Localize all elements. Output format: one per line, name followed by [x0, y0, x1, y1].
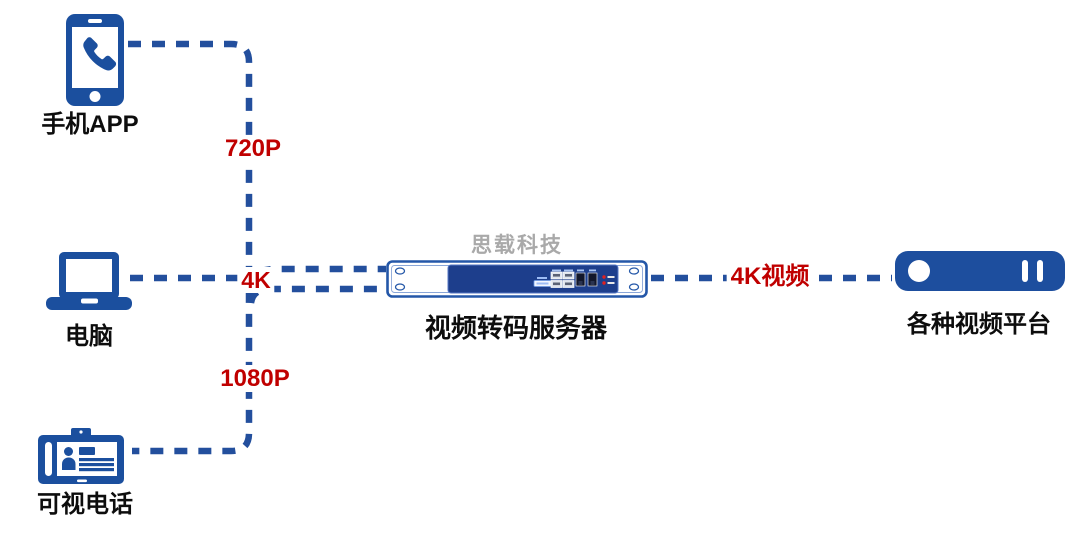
computer-label: 电脑	[65, 323, 113, 350]
edge-label-4k-video: 4K视频	[726, 263, 814, 291]
platform-pause-bars	[1022, 260, 1028, 282]
edge-label-4k: 4K	[237, 267, 275, 294]
rack-screw-holes	[394, 267, 640, 291]
watermark-text: 思载科技	[471, 234, 563, 257]
platforms-label: 各种视频平台	[907, 311, 1051, 338]
videophone-label: 可视电话	[37, 491, 133, 518]
laptop-icon	[46, 252, 132, 310]
media-platform-icon	[895, 251, 1065, 291]
edge-label-720p: 720P	[220, 135, 286, 163]
led-indicators	[602, 275, 615, 285]
rack-server-icon	[386, 260, 648, 298]
videophone-stand-mark	[77, 479, 87, 483]
handset-glyph	[83, 37, 117, 71]
laptop-notch	[81, 298, 98, 304]
usb-ports	[550, 269, 575, 288]
phone-home-button	[89, 91, 101, 102]
phone-label: 手机APP	[41, 111, 139, 138]
phone-speaker	[88, 19, 102, 23]
edge-junction-server-top	[256, 265, 386, 276]
platform-indicator-dot	[908, 260, 930, 282]
server-label: 视频转码服务器	[424, 313, 608, 343]
server-front-panel	[447, 264, 619, 294]
ethernet-ports	[575, 269, 598, 287]
videophone-screen-content	[62, 447, 114, 472]
edge-phone-trunk-videophone	[128, 40, 253, 455]
edge-label-1080p: 1080P	[216, 365, 294, 393]
video-phone-icon	[38, 428, 124, 484]
smartphone-call-icon	[66, 14, 124, 106]
